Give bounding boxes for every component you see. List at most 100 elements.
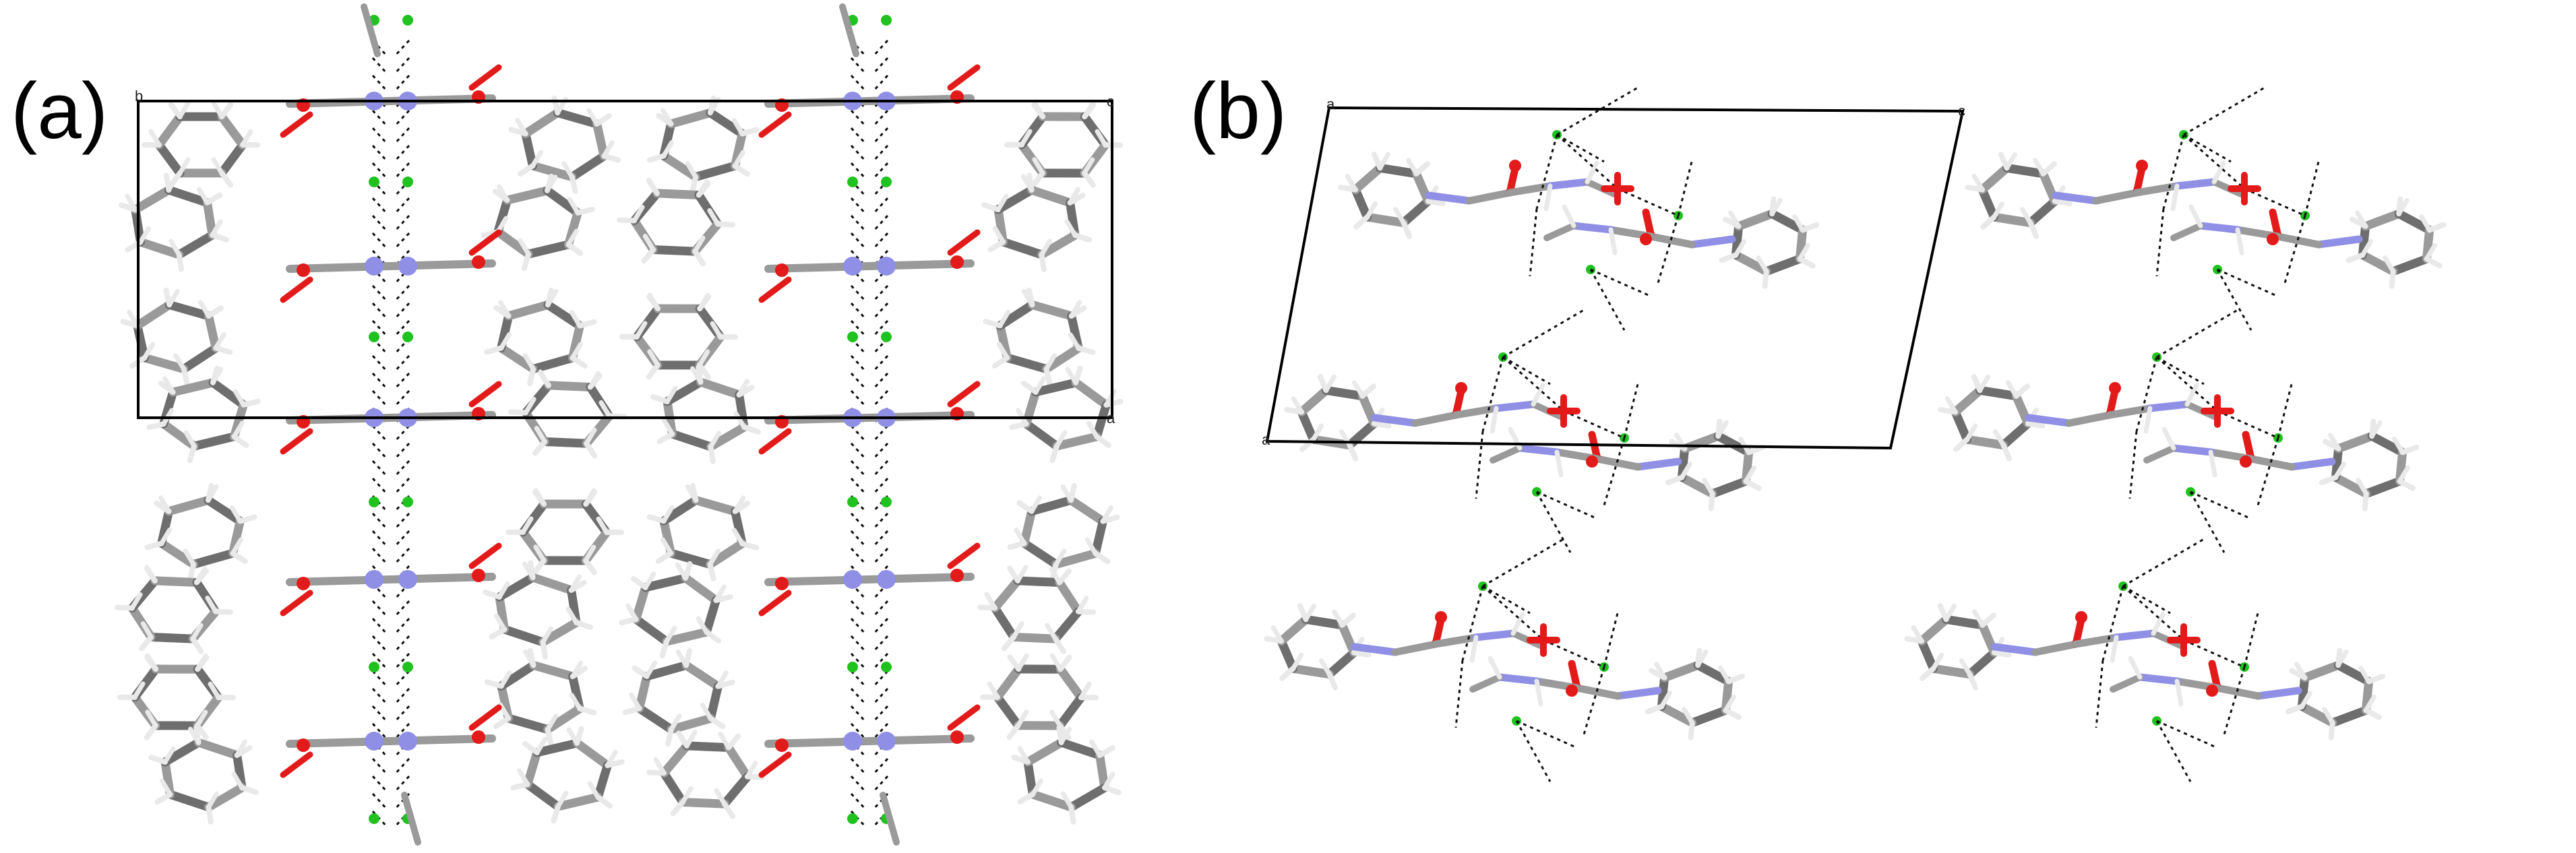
hydrogen-bond — [850, 547, 867, 566]
hydrogen-stub — [1931, 652, 1944, 671]
chain-bond — [2065, 411, 2114, 427]
hydrogen-bond — [2122, 585, 2171, 614]
ring-bond — [2300, 660, 2343, 683]
hydrogen-stub — [235, 739, 248, 758]
ring-bond — [168, 378, 218, 397]
hydrogen-stub — [508, 409, 529, 416]
water-molecule — [2201, 394, 2234, 428]
hydrogen-stub — [625, 603, 639, 622]
hydrogen-stub — [707, 208, 720, 227]
hydrogen-stub — [190, 623, 204, 641]
hydrogen-bond — [2156, 356, 2205, 385]
hydrogen-stub — [713, 584, 727, 603]
hydrogen-stub — [661, 139, 675, 158]
hydrogen-bond — [1481, 356, 1504, 432]
chain-bond — [2031, 640, 2080, 656]
ring-bond — [1055, 664, 1086, 702]
ring-bond — [1977, 163, 2012, 194]
hydrogen-stub — [574, 619, 593, 630]
hydrogen-bond — [871, 670, 889, 689]
hydrogen-stub — [2389, 268, 2396, 289]
ring-bond — [553, 108, 602, 129]
hydrogen-stub — [2399, 444, 2420, 455]
hydrogen-stub — [1053, 548, 1067, 567]
ring-bond — [667, 108, 715, 129]
ring-bond — [662, 627, 711, 646]
hydrogen-bond — [371, 477, 389, 496]
panel-a: (a) b c a — [11, 3, 1124, 846]
hydrogen-stub — [521, 251, 532, 272]
panel-a-axis-label-a: a — [1107, 410, 1115, 426]
hydrogen-stub — [670, 799, 686, 817]
oxygen-bond — [468, 64, 502, 91]
hydrogen-stub — [144, 540, 164, 550]
cyclohexyl-ring — [622, 647, 735, 747]
hydrogen-bond — [371, 547, 389, 566]
hydrogen-stub — [656, 431, 675, 445]
nitrogen-atom — [398, 570, 417, 589]
hydrogen-bond — [2183, 86, 2265, 136]
hydrogen-stub — [241, 398, 261, 408]
hydrogen-stub — [2161, 426, 2176, 451]
hydrogen-stub — [708, 548, 721, 567]
hydrogen-stub — [669, 714, 682, 732]
ring-bond — [493, 227, 533, 259]
oxygen-atom — [2136, 160, 2148, 172]
oxygen-atom — [472, 569, 485, 582]
hydrogen-stub — [1291, 396, 1304, 414]
ring-bond — [1951, 407, 1972, 444]
chain-bond — [1573, 684, 1622, 700]
hydrogen-stub — [685, 161, 698, 180]
hydrogen-bond — [871, 197, 889, 216]
chloride-ion — [881, 15, 892, 26]
hydrogen-stub — [732, 163, 750, 177]
oxygen-atom — [1586, 455, 1598, 468]
cyclohexyl-ring — [646, 482, 760, 582]
hydrogen-stub — [569, 693, 582, 712]
hydrogen-stub — [2184, 383, 2199, 407]
hydrogen-stub — [1339, 612, 1356, 628]
hydrogen-stub — [1608, 227, 1618, 255]
hydrogen-bond — [371, 389, 389, 408]
hydrogen-stub — [2392, 436, 2405, 455]
chloride-ion — [847, 662, 858, 672]
ring-bond — [1977, 185, 1999, 222]
hydrogen-bond — [850, 424, 867, 443]
ring-bond — [1929, 664, 1974, 679]
hydrogen-stub — [1490, 406, 1499, 434]
cyclohexyl-ring — [2285, 647, 2386, 740]
hydrogen-stub — [125, 193, 138, 212]
cyclohexyl-ring — [508, 95, 621, 195]
oxygen-bond — [947, 64, 981, 91]
hbond-network — [2095, 538, 2259, 782]
hydrogen-bond — [371, 635, 389, 654]
hydrogen-stub — [2188, 204, 2203, 228]
hydrogen-bond — [393, 617, 410, 636]
hydrogen-stub — [659, 639, 669, 659]
hydrogen-stub — [1089, 739, 1103, 758]
hydrogen-stub — [1016, 500, 1035, 514]
ring-bond — [1071, 378, 1111, 410]
hydrogen-stub — [733, 411, 747, 430]
methyl-bond — [2110, 674, 2143, 693]
panel-a-label: (a) — [11, 67, 108, 156]
oxygen-bond — [758, 276, 792, 303]
hydrogen-stub — [522, 740, 540, 755]
ring-bond — [632, 614, 671, 646]
hydrogen-bond — [393, 477, 410, 496]
ring-bond — [523, 780, 563, 811]
hydrogen-stub — [518, 163, 536, 177]
hydrogen-bond — [393, 302, 410, 321]
ring-bond — [1351, 185, 1372, 222]
hydrogen-stub — [577, 319, 597, 329]
hydrogen-stub — [737, 379, 750, 398]
hydrogen-stub — [1980, 612, 1996, 628]
backbone-bond — [286, 573, 496, 586]
hydrogen-bond — [871, 757, 889, 776]
hydrogen-stub — [1702, 478, 1715, 497]
hydrogen-stub — [493, 715, 512, 729]
panel-a-axis-label-origin: b — [135, 88, 143, 104]
hydrogen-stub — [567, 197, 580, 216]
cyclohexyl-ring — [117, 653, 236, 740]
hydrogen-stub — [206, 804, 214, 825]
